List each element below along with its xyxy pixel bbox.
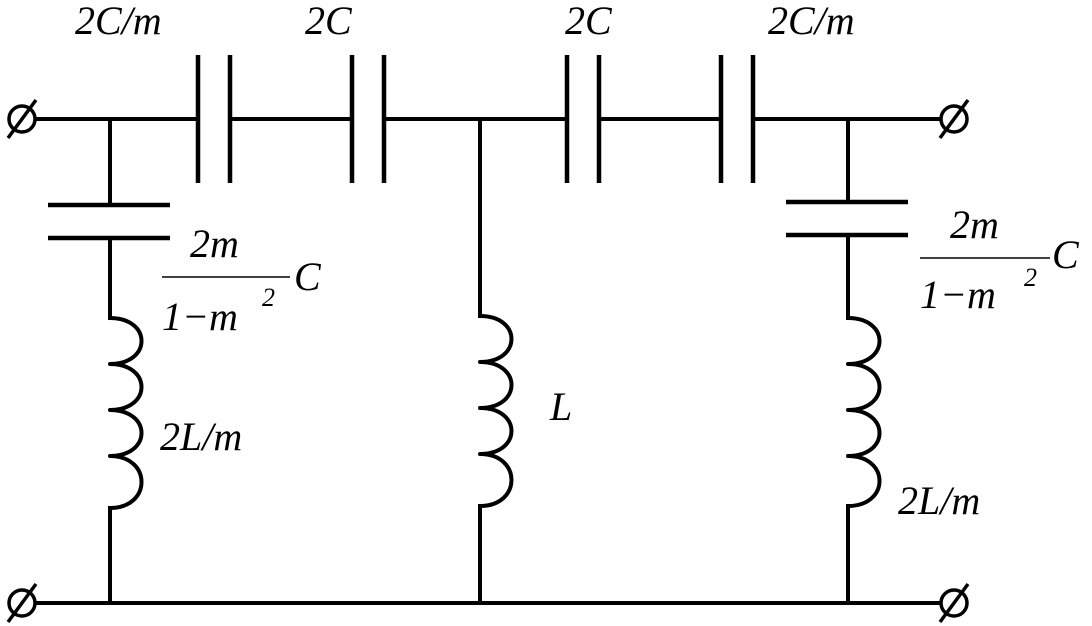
- left-cap-exponent: 2: [262, 283, 275, 312]
- right-cap-denominator: 1−m: [920, 272, 996, 317]
- left-cap-numerator: 2m: [190, 221, 239, 266]
- series-capacitor-1: [195, 55, 233, 183]
- series-capacitor-2: [349, 55, 387, 183]
- right-inductor-label: 2L/m: [898, 478, 980, 523]
- right-shunt-cap-label: 2m 1−m 2 C: [920, 202, 1080, 317]
- right-inductor: [846, 316, 882, 508]
- wires: [34, 117, 942, 605]
- top-cap-4-label: 2C/m: [768, 0, 855, 43]
- middle-inductor-label: L: [549, 384, 572, 429]
- right-cap-suffix: C: [1052, 232, 1080, 277]
- left-cap-denominator: 1−m: [162, 294, 238, 339]
- terminal-top-right: [938, 98, 970, 140]
- right-cap-exponent: 2: [1024, 263, 1037, 292]
- left-inductor-label: 2L/m: [160, 414, 242, 459]
- right-shunt-capacitor: [786, 199, 908, 238]
- left-shunt-capacitor: [48, 202, 170, 241]
- series-capacitor-3: [564, 55, 602, 183]
- left-cap-suffix: C: [294, 254, 322, 299]
- terminal-bottom-right: [938, 582, 970, 624]
- right-cap-numerator: 2m: [950, 202, 999, 247]
- top-cap-3-label: 2C: [565, 0, 613, 43]
- terminal-top-left: [6, 98, 38, 140]
- left-shunt-cap-label: 2m 1−m 2 C: [162, 221, 322, 339]
- top-cap-1-label: 2C/m: [75, 0, 162, 43]
- top-cap-2-label: 2C: [305, 0, 353, 43]
- left-inductor: [108, 316, 144, 510]
- terminal-bottom-left: [6, 582, 38, 624]
- series-capacitor-4: [718, 55, 756, 183]
- middle-inductor: [478, 314, 514, 508]
